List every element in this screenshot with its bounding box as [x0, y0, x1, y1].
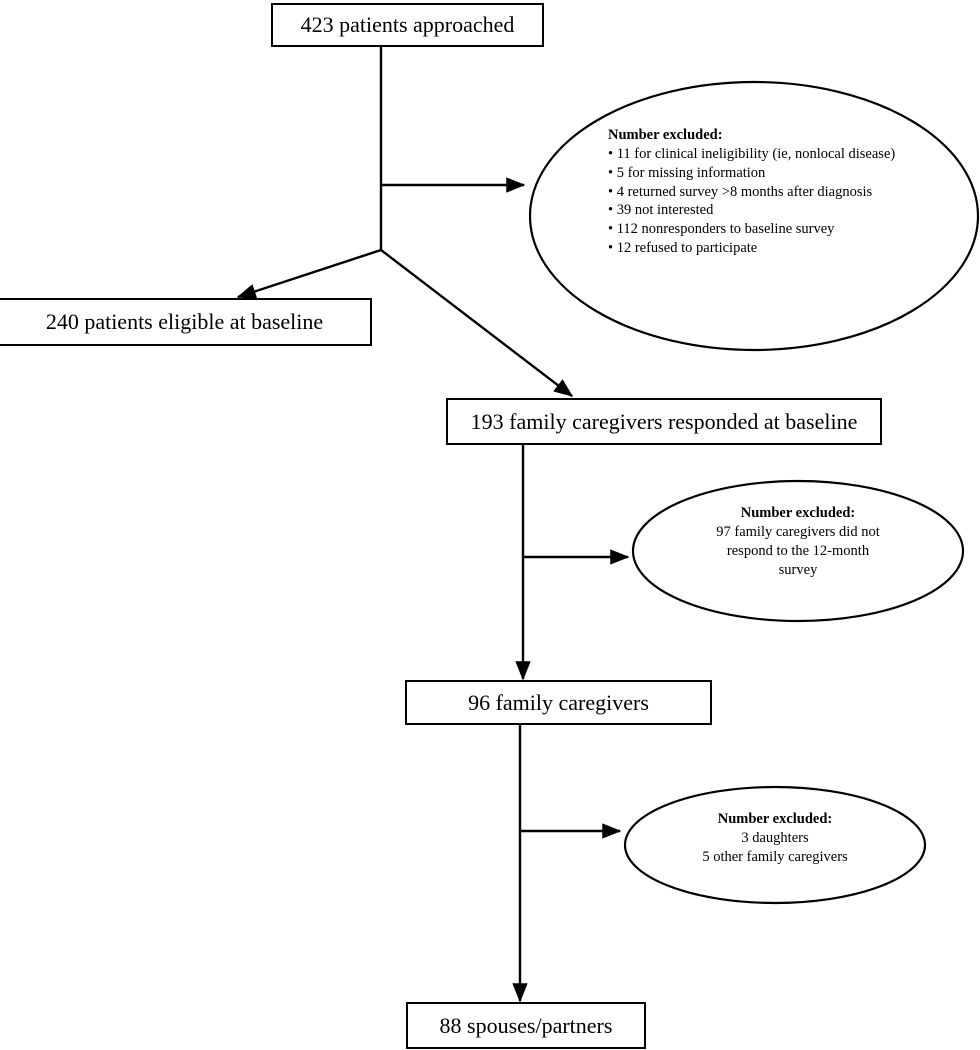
box-responded-shape	[446, 398, 882, 445]
box-caregivers-shape	[405, 680, 712, 725]
connector-to-responded	[380, 249, 574, 397]
box-eligible-shape	[0, 298, 372, 346]
connector-to-eligible	[236, 248, 382, 299]
ellipse-excluded-2-shape	[631, 479, 965, 623]
ellipse-excluded-1-shape	[528, 80, 980, 352]
ellipse-excluded-3-shape	[623, 785, 927, 905]
box-approached-shape	[271, 3, 544, 47]
box-spouses-shape	[406, 1002, 646, 1049]
